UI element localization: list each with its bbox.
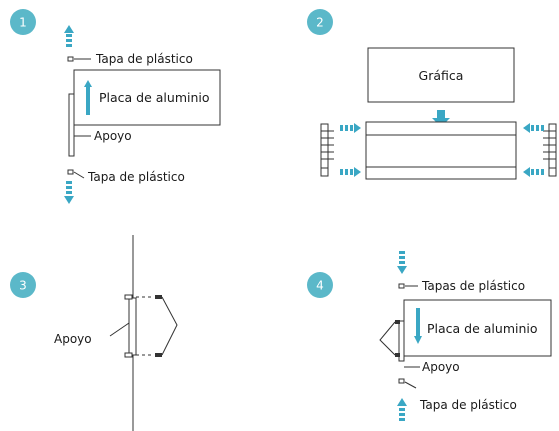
- left-end-cap: [320, 123, 334, 177]
- leader-line: [109, 322, 130, 337]
- down-arrow-icon: [397, 251, 407, 274]
- step-1-badge: [10, 9, 36, 35]
- bottom-clip: [395, 353, 400, 357]
- leader-line: [404, 381, 417, 389]
- right-arrow-icon: [340, 123, 361, 133]
- step-4-number: 4: [316, 279, 324, 293]
- left-arrow-icon: [523, 167, 544, 177]
- aluminium-plate-label: Placa de aluminio: [99, 90, 210, 105]
- support-label: Apoyo: [54, 332, 92, 346]
- step-4-panel: 4 Tapas de plástico Placa de aluminio Ap…: [307, 251, 552, 421]
- graphic-box: [367, 47, 515, 103]
- aluminium-plate: [73, 69, 221, 126]
- right-arrow-icon: [340, 167, 361, 177]
- leader-line: [73, 171, 85, 179]
- top-plastic-cap: [67, 56, 74, 62]
- step-4-badge: [307, 272, 333, 298]
- down-arrow-icon: [414, 308, 422, 344]
- left-arrow-icon: [523, 123, 544, 133]
- step-1-panel: 1 Tapa de plástico Placa de aluminio Apo…: [10, 9, 221, 204]
- bracket-outline: [379, 321, 396, 356]
- up-arrow-icon: [84, 80, 92, 115]
- support-label: Apoyo: [94, 129, 132, 143]
- step-2-panel: 2 Gráfica: [307, 9, 557, 180]
- top-clip: [395, 320, 400, 324]
- bottom-plastic-cap-label: Tapa de plástico: [419, 398, 517, 412]
- step-3-badge: [10, 272, 36, 298]
- aluminium-plate: [403, 299, 552, 357]
- support-label: Apoyo: [422, 360, 460, 374]
- support-bar: [68, 93, 75, 157]
- top-plastic-cap-label: Tapa de plástico: [95, 52, 193, 66]
- step-3-number: 3: [19, 279, 27, 293]
- bracket-outline: [161, 296, 178, 356]
- top-plastic-caps-label: Tapas de plástico: [421, 279, 525, 293]
- top-plastic-cap: [398, 283, 405, 289]
- graphic-label: Gráfica: [419, 68, 464, 83]
- bottom-clip: [155, 353, 162, 357]
- bottom-plastic-cap: [398, 378, 405, 384]
- bottom-fixing: [124, 352, 133, 358]
- step-3-panel: 3 Apoyo: [10, 235, 178, 431]
- step-2-number: 2: [316, 16, 324, 30]
- profile-body: [365, 121, 517, 180]
- step-1-number: 1: [19, 16, 27, 30]
- top-fixing: [124, 294, 133, 300]
- support-bar: [128, 297, 137, 356]
- up-arrow-icon: [64, 25, 74, 47]
- down-arrow-icon: [64, 181, 74, 204]
- step-2-badge: [307, 9, 333, 35]
- right-end-cap: [543, 123, 557, 177]
- bottom-plastic-cap: [67, 169, 74, 175]
- up-arrow-icon: [397, 398, 407, 421]
- aluminium-plate-label: Placa de aluminio: [427, 321, 538, 336]
- top-clip: [155, 295, 162, 299]
- bottom-plastic-cap-label: Tapa de plástico: [87, 170, 185, 184]
